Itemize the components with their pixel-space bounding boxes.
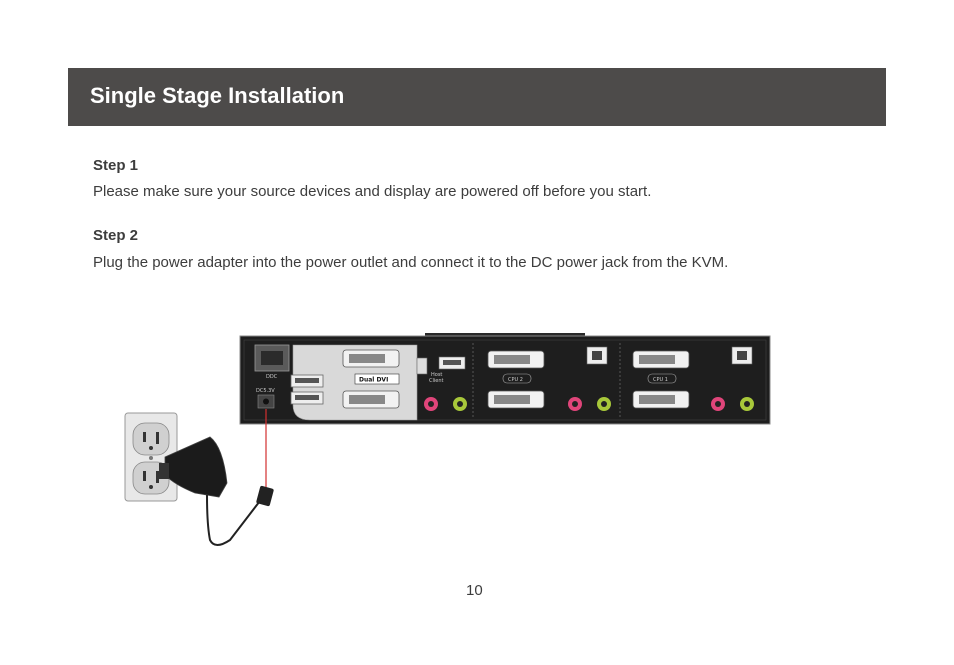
step-2-text: Plug the power adapter into the power ou… xyxy=(93,254,729,271)
step-2-heading: Step 2 xyxy=(93,227,139,244)
power-adapter xyxy=(159,436,274,546)
kvm-rear-panel: DDC DC5.3V Dual DVI Host Client CPU 2 xyxy=(239,333,771,425)
dc-in-label: DC5.3V xyxy=(256,388,275,394)
dual-dvi-badge xyxy=(354,373,400,385)
cpu2-label: CPU 2 xyxy=(508,377,523,383)
page-number: 10 xyxy=(466,582,483,599)
dual-dvi-label: Dual DVI xyxy=(359,377,388,384)
section-header: Single Stage Installation xyxy=(68,68,886,126)
cpu1-label: CPU 1 xyxy=(653,377,668,383)
step-1-text: Please make sure your source devices and… xyxy=(93,183,652,200)
dc-plug xyxy=(256,485,274,507)
host-label: Host xyxy=(431,372,442,378)
page-title: Single Stage Installation xyxy=(90,83,345,108)
ddc-port xyxy=(254,344,290,372)
client-label: Client xyxy=(429,378,444,384)
ddc-label: DDC xyxy=(266,374,278,380)
installation-diagram: DDC DC5.3V Dual DVI Host Client CPU 2 xyxy=(124,333,771,546)
step-1-heading: Step 1 xyxy=(93,157,139,174)
